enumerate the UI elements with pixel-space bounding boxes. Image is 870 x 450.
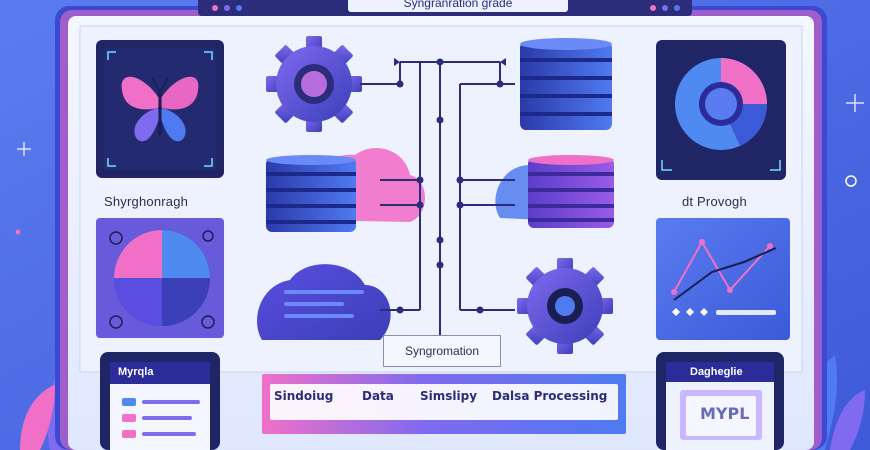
window-control-dot[interactable] [650,5,656,11]
banner-item[interactable]: Data [362,389,394,403]
pie-chart-icon [114,230,210,326]
window-control-dot[interactable] [236,5,242,11]
tablet-title-left: Myrqla [118,366,154,378]
feature-banner: Sindoiug Data Simslipy Dalsa Processing [262,374,626,434]
database-icon [528,155,614,228]
line-chart-icon [673,239,777,301]
database-icon [520,38,612,130]
window-control-dot[interactable] [662,5,668,11]
cloud-icon [257,264,391,340]
banner-item[interactable]: Sindoiug [274,389,334,403]
pie-chart-icon [675,58,768,150]
database-icon [266,155,356,232]
tablet-title-right: Dagheglie [690,366,743,378]
gear-icon [517,258,613,354]
butterfly-icon [121,76,199,142]
network-icon [360,61,515,338]
window-title: Syngranration grade [348,0,568,12]
window-title-bar: Syngranration grade [198,0,692,16]
window-control-dot[interactable] [674,5,680,11]
panel-label-right: dt Provogh [682,194,747,209]
gear-icon [266,36,362,132]
banner-item[interactable]: Simslipy [420,389,478,403]
window-control-dot[interactable] [224,5,230,11]
panel-label-left: Shyrghonragh [104,194,189,209]
window-control-dot[interactable] [212,5,218,11]
tablet-card-text: MYPL [700,404,750,423]
banner-inner [270,384,618,420]
banner-item[interactable]: Dalsa Processing [492,389,608,403]
center-caption: Syngromation [383,335,501,367]
